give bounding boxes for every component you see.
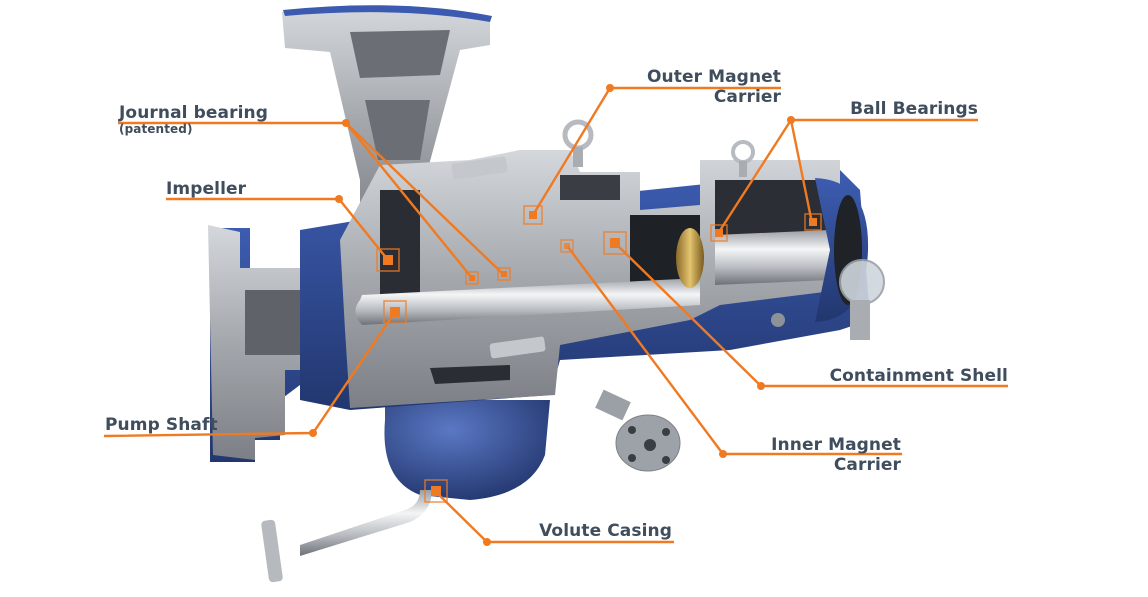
label-outer-magnet-carrier: Outer Magnet Carrier: [647, 67, 781, 107]
label-pump-shaft: Pump Shaft: [105, 415, 218, 435]
inner-magnet-carrier-line2: Carrier: [833, 455, 901, 475]
marker-inner-magnet-carrier: [560, 239, 574, 253]
pump-body: [300, 119, 885, 410]
callout-markers: [376, 205, 822, 503]
journal-bearing-subtitle: (patented): [119, 122, 193, 136]
label-volute-casing: Volute Casing: [539, 521, 672, 541]
label-impeller: Impeller: [166, 179, 247, 199]
marker-journal-bearing-1: [465, 271, 479, 285]
outer-magnet-carrier-line1: Outer Magnet: [646, 67, 781, 87]
marker-volute-casing: [424, 479, 448, 503]
marker-ball-bearing-1: [710, 224, 728, 242]
callout-dots: [309, 84, 795, 546]
marker-journal-bearing-2: [497, 267, 511, 281]
volute-casing-body: [261, 389, 681, 583]
marker-pump-shaft: [383, 300, 407, 324]
marker-impeller: [376, 248, 400, 272]
label-containment-shell: Containment Shell: [829, 366, 1008, 386]
outer-magnet-carrier-line2: Carrier: [713, 87, 781, 107]
discharge-nozzle: [282, 5, 492, 236]
inner-magnet-carrier-line1: Inner Magnet: [771, 435, 901, 455]
marker-outer-magnet-carrier: [523, 205, 543, 225]
marker-containment-shell: [603, 231, 627, 255]
label-journal-bearing: Journal bearing (patented): [119, 103, 268, 136]
label-inner-magnet-carrier: Inner Magnet Carrier: [771, 435, 901, 475]
journal-bearing-title: Journal bearing: [119, 103, 268, 123]
marker-ball-bearing-2: [804, 213, 822, 231]
label-ball-bearings: Ball Bearings: [850, 99, 978, 119]
suction-flange: [208, 225, 350, 462]
